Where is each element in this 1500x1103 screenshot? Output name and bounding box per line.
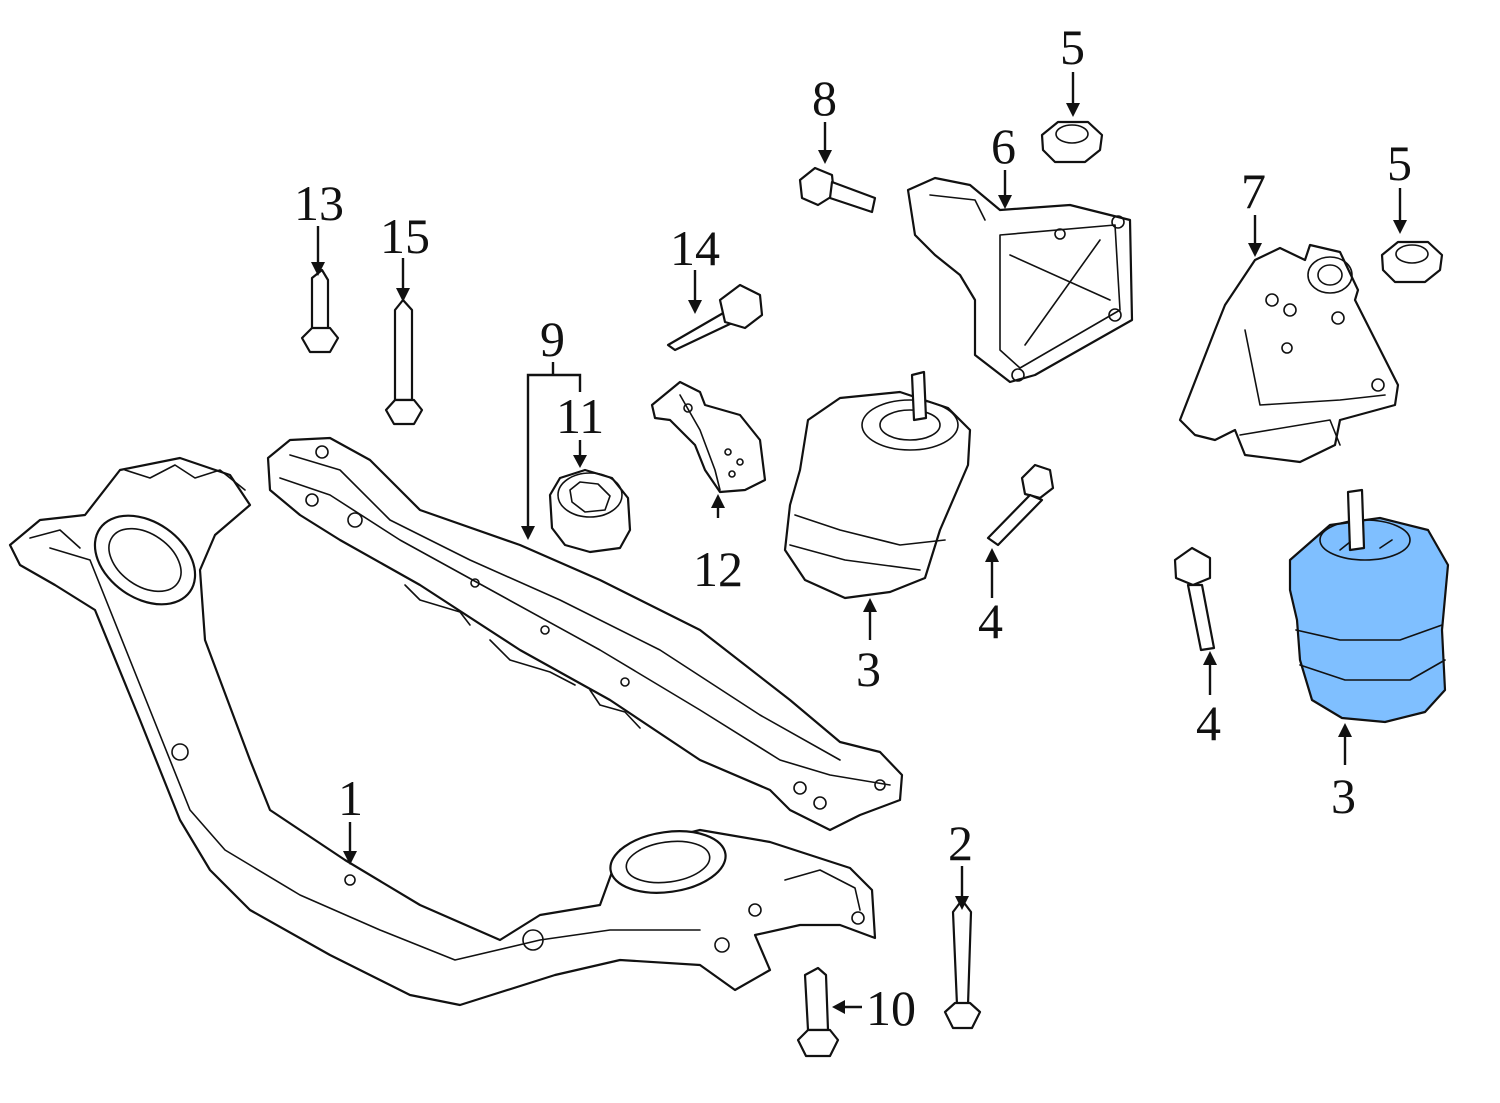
callout-labels: 1 2 3 3 4 4 5 5 6 7 8 9 10 11 12 13 14 1… [294, 19, 1412, 1036]
part-2-bolt[interactable] [943, 898, 982, 1030]
leader-lines [311, 72, 1407, 1014]
part-5-nut-top[interactable] [1040, 120, 1104, 164]
part-3-engine-mount[interactable] [783, 370, 972, 600]
callout-5-top: 5 [1060, 19, 1085, 75]
callout-10: 10 [866, 980, 916, 1036]
part-4-bolt-right[interactable] [1173, 546, 1216, 652]
callout-14: 14 [670, 220, 720, 276]
callout-13: 13 [294, 175, 344, 231]
part-12-bracket[interactable] [650, 380, 767, 494]
callout-1: 1 [338, 770, 363, 826]
part-9-crossmember[interactable] [266, 436, 904, 832]
callout-5-right: 5 [1387, 135, 1412, 191]
part-3-engine-mount-highlighted[interactable] [1288, 488, 1450, 724]
part-1-subframe[interactable] [8, 456, 877, 1007]
part-11-bushing[interactable] [548, 468, 632, 554]
part-4-bolt-center[interactable] [986, 463, 1055, 547]
part-6-bracket[interactable] [906, 176, 1134, 384]
callout-4-left: 4 [978, 593, 1003, 649]
callout-8: 8 [812, 70, 837, 126]
part-7-bracket[interactable] [1178, 243, 1400, 464]
callout-3-left: 3 [856, 641, 881, 697]
part-14-bolt[interactable] [666, 283, 764, 352]
callout-7: 7 [1241, 163, 1266, 219]
callout-12: 12 [693, 541, 743, 597]
part-8-bolt[interactable] [798, 166, 877, 214]
part-13-bolt[interactable] [300, 268, 340, 354]
part-10-bolt[interactable] [796, 966, 840, 1058]
part-15-bolt[interactable] [384, 298, 424, 426]
callout-4-right: 4 [1196, 695, 1221, 751]
callout-6: 6 [991, 118, 1016, 174]
part-5-nut-right[interactable] [1380, 240, 1444, 284]
callout-11: 11 [556, 388, 604, 444]
callout-3-right: 3 [1331, 768, 1356, 824]
callout-15: 15 [380, 208, 430, 264]
callout-2: 2 [948, 815, 973, 871]
callout-9: 9 [540, 311, 565, 367]
